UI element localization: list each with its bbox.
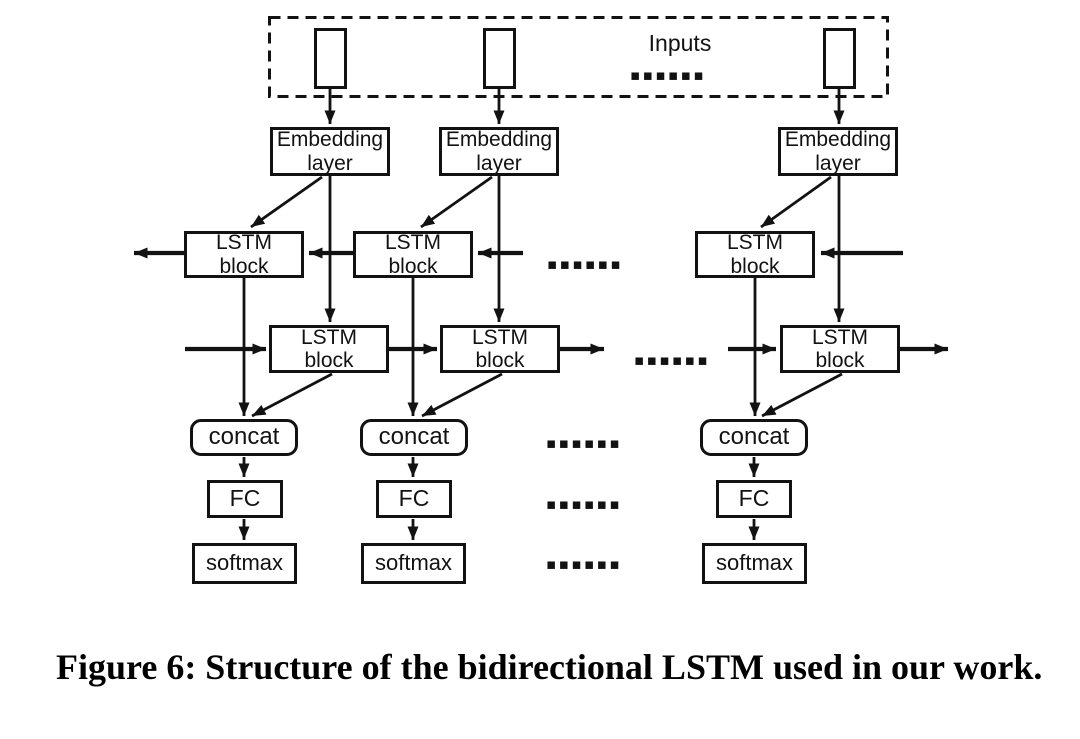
embedding-label-line1: Embedding (784, 128, 892, 152)
concat-box-col3: concat (700, 419, 808, 456)
lstm-backward-box-col1: LSTM block (184, 231, 304, 278)
forward-row-ellipsis: ▪▪▪▪▪▪ (634, 351, 710, 369)
lstm-backward-box-col3: LSTM block (695, 231, 815, 278)
embedding-label-line2: layer (307, 151, 353, 175)
concat-box-col2: concat (360, 419, 468, 456)
embedding-label-line2: layer (815, 151, 861, 175)
softmax-box-col2: softmax (361, 543, 466, 584)
lstm-label-line1: LSTM (300, 325, 357, 349)
fc-box-col2: FC (376, 480, 452, 518)
embedding-label-line2: layer (476, 151, 522, 175)
fc-box-col1: FC (207, 480, 283, 518)
embedding-layer-box-col1: Embedding layer (270, 127, 390, 176)
arrow-embedding-to-backward-col2 (420, 175, 493, 229)
lstm-backward-box-col2: LSTM block (353, 231, 473, 278)
lstm-forward-box-col2: LSTM block (440, 325, 560, 373)
lstm-label-line2: block (388, 254, 438, 278)
embedding-label-line1: Embedding (445, 128, 553, 152)
arrow-forward-to-concat-col1 (251, 372, 333, 418)
softmax-box-col1: softmax (192, 543, 297, 584)
softmax-box-col3: softmax (702, 543, 807, 584)
connector-arrows-layer (134, 16, 948, 540)
inputs-label: Inputs (648, 30, 712, 56)
arrow-forward-to-concat-col2 (421, 372, 503, 418)
input-token-col2 (483, 28, 516, 89)
softmax-row-ellipsis: ▪▪▪▪▪▪ (546, 555, 622, 573)
inputs-dashed-box (268, 16, 889, 98)
concat-box-col1: concat (190, 419, 298, 456)
lstm-label-line2: block (219, 254, 269, 278)
arrows-group (134, 89, 948, 540)
fc-box-col3: FC (716, 480, 792, 518)
embedding-label-line1: Embedding (276, 128, 384, 152)
fc-row-ellipsis: ▪▪▪▪▪▪ (546, 495, 622, 513)
lstm-forward-box-col1: LSTM block (269, 325, 389, 373)
lstm-label-line2: block (730, 254, 780, 278)
lstm-label-line1: LSTM (471, 325, 528, 349)
lstm-label-line1: LSTM (811, 325, 868, 349)
arrow-forward-to-concat-col3 (761, 372, 843, 418)
arrow-embedding-to-backward-col1 (250, 175, 323, 229)
lstm-label-line2: block (475, 349, 525, 372)
lstm-label-line1: LSTM (215, 231, 272, 255)
embedding-layer-box-col3: Embedding layer (778, 127, 898, 176)
figure-caption: Figure 6: Structure of the bidirectional… (56, 647, 1043, 687)
embedding-layer-box-col2: Embedding layer (439, 127, 559, 176)
input-token-col3 (823, 28, 856, 89)
lstm-forward-box-col3: LSTM block (780, 325, 900, 373)
inputs-ellipsis: ▪▪▪▪▪▪ (630, 66, 706, 84)
lstm-label-line2: block (304, 349, 354, 372)
concat-row-ellipsis: ▪▪▪▪▪▪ (546, 434, 622, 452)
lstm-label-line1: LSTM (726, 231, 783, 255)
input-token-col1 (314, 28, 347, 89)
lstm-label-line2: block (815, 349, 865, 372)
backward-row-ellipsis: ▪▪▪▪▪▪ (547, 255, 623, 273)
lstm-label-line1: LSTM (384, 231, 441, 255)
arrow-embedding-to-backward-col3 (760, 175, 832, 229)
